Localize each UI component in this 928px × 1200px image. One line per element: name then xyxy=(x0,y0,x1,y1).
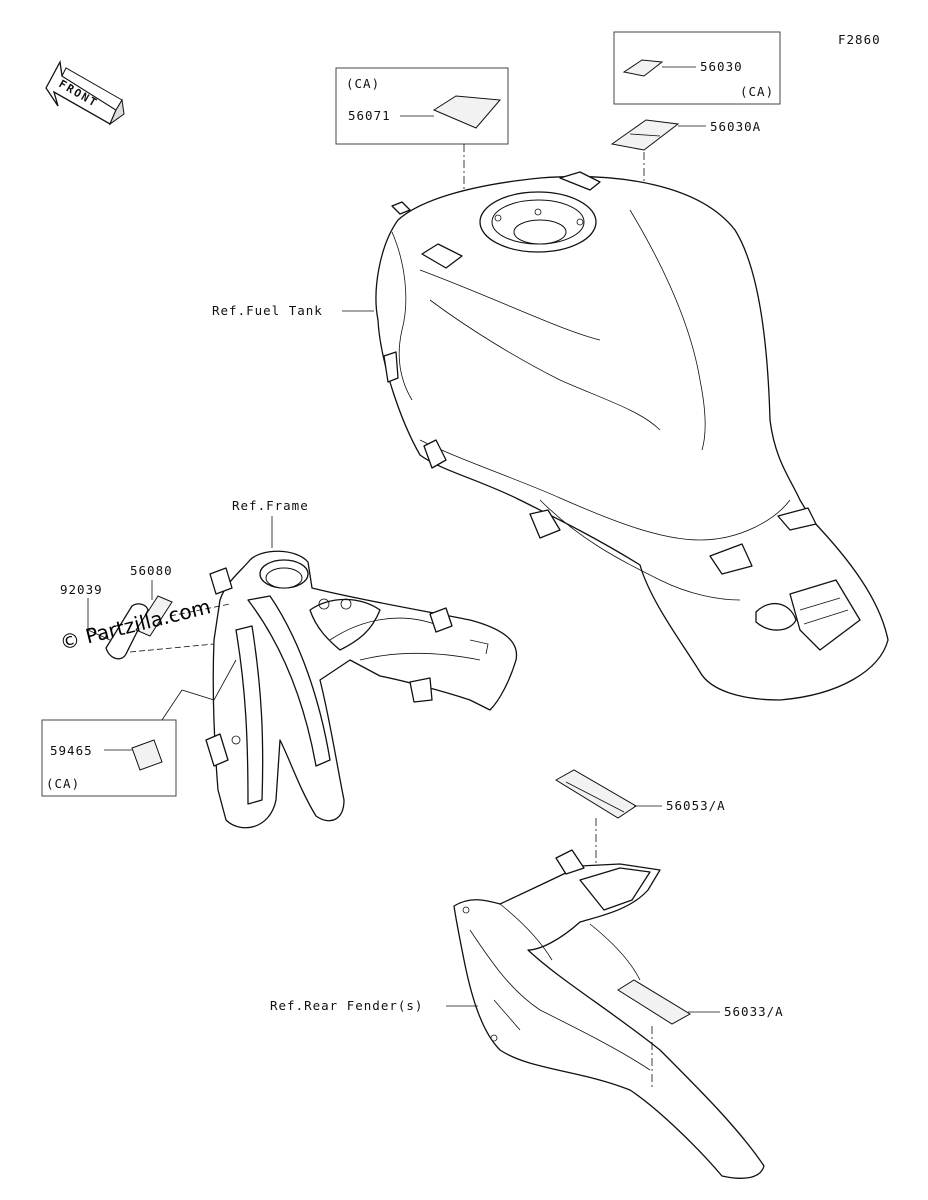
part-label-56033: 56033/A xyxy=(724,1004,784,1019)
part-label-59465-ca: (CA) xyxy=(46,776,80,791)
part-label-56030a: 56030A xyxy=(710,119,761,134)
frame xyxy=(205,550,518,829)
part-label-56030-ca: (CA) xyxy=(740,84,774,99)
callout-box-59465 xyxy=(41,719,177,797)
front-arrow-icon: FRONT xyxy=(45,59,125,126)
ref-frame-label: Ref.Frame xyxy=(232,498,309,513)
decal-56053 xyxy=(555,769,637,819)
decal-56080 xyxy=(135,595,173,637)
decal-59465 xyxy=(131,739,163,771)
decal-56071 xyxy=(432,95,502,129)
decal-56033 xyxy=(617,979,691,1025)
diagram-code: F2860 xyxy=(838,32,881,47)
part-label-56030: 56030 xyxy=(700,59,743,74)
callout-box-56030 xyxy=(613,31,781,105)
decal-56030 xyxy=(622,59,664,77)
ref-rear-fender-label: Ref.Rear Fender(s) xyxy=(270,998,423,1013)
watermark-text: © Partzilla.com xyxy=(57,594,213,655)
rear-fender xyxy=(453,849,765,1179)
ref-fuel-tank-label: Ref.Fuel Tank xyxy=(212,303,323,318)
band-92039 xyxy=(105,603,149,660)
fuel-tank xyxy=(375,171,889,701)
part-label-56071-ca: (CA) xyxy=(346,76,380,91)
part-label-59465: 59465 xyxy=(50,743,93,758)
part-label-56053: 56053/A xyxy=(666,798,726,813)
part-label-56071: 56071 xyxy=(348,108,391,123)
part-label-92039: 92039 xyxy=(60,582,103,597)
part-label-56080: 56080 xyxy=(130,563,173,578)
callout-box-56071 xyxy=(335,67,509,145)
